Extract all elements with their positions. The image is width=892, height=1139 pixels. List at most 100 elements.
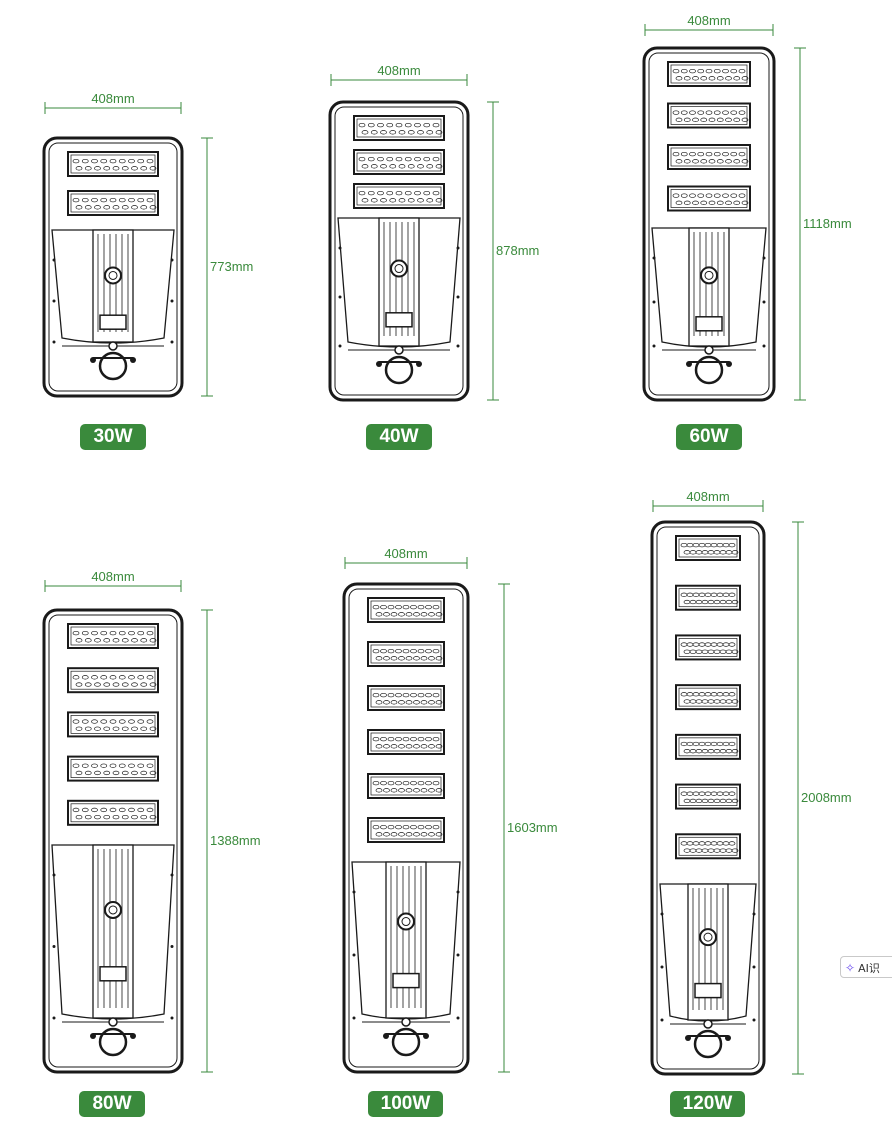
led-chip xyxy=(140,682,148,687)
led-panel-inner xyxy=(370,820,442,840)
side-screw xyxy=(762,300,766,304)
led-chip xyxy=(420,744,428,749)
led-chip xyxy=(118,807,126,813)
led-chip xyxy=(118,197,126,203)
led-chip xyxy=(730,68,738,74)
led-chip xyxy=(112,638,120,643)
led-panel xyxy=(367,817,445,843)
led-chip xyxy=(149,814,157,820)
led-chip xyxy=(149,638,157,643)
led-chip xyxy=(404,190,412,196)
led-panel xyxy=(353,115,445,141)
led-chip xyxy=(387,692,395,698)
led-chip xyxy=(738,110,746,115)
led-chip xyxy=(91,158,98,164)
lamp-body-inner xyxy=(48,614,178,1068)
led-chip xyxy=(395,648,402,654)
led-chip xyxy=(109,158,117,164)
led-chip xyxy=(140,638,148,643)
led-chip xyxy=(428,612,435,617)
led-chip xyxy=(672,151,680,157)
width-dimension-label: 408mm xyxy=(687,13,730,28)
led-chip xyxy=(675,200,683,205)
motion-sensor-lens xyxy=(108,905,118,915)
ai-recognition-button[interactable]: ✧AI识 xyxy=(840,956,892,978)
width-dimension-label: 408mm xyxy=(91,569,134,584)
led-panel xyxy=(353,149,445,175)
led-chip xyxy=(140,726,148,731)
led-chip xyxy=(128,630,135,636)
led-chip xyxy=(405,612,413,617)
led-chip xyxy=(410,692,417,698)
led-chip xyxy=(730,193,738,198)
led-chip xyxy=(390,832,398,837)
led-chip xyxy=(708,200,716,205)
led-chip xyxy=(372,736,380,742)
led-panel-inner xyxy=(670,106,748,125)
led-chip xyxy=(398,164,406,169)
motion-sensor xyxy=(104,900,122,919)
led-chip xyxy=(75,682,83,687)
led-chip xyxy=(733,200,741,205)
led-chip xyxy=(725,159,732,164)
led-panel xyxy=(67,151,159,177)
led-chip xyxy=(375,656,383,661)
led-chip xyxy=(94,682,101,687)
led-chip xyxy=(84,638,92,643)
motion-sensor-lens xyxy=(703,932,713,942)
led-chip xyxy=(398,832,405,837)
wattage-badge-80w: 80W xyxy=(79,1091,145,1117)
led-chip xyxy=(435,130,443,135)
side-screw xyxy=(456,344,460,348)
led-chip xyxy=(398,744,405,749)
led-chip xyxy=(733,159,741,164)
led-chip xyxy=(383,744,390,749)
led-chip xyxy=(75,770,83,776)
led-chip xyxy=(428,832,435,837)
led-chip xyxy=(146,158,154,164)
clamp-bolt xyxy=(416,361,422,367)
led-chip xyxy=(94,726,101,731)
side-screw xyxy=(52,873,56,877)
led-panel-inner xyxy=(678,588,738,608)
led-chip xyxy=(121,682,129,687)
led-chip xyxy=(390,744,398,749)
side-screw xyxy=(652,344,656,348)
led-chip xyxy=(72,197,80,203)
led-chip xyxy=(417,824,425,830)
led-chip xyxy=(137,158,145,164)
clamp-bolt xyxy=(726,361,732,367)
led-chip xyxy=(432,736,440,742)
led-chip xyxy=(689,151,696,157)
led-panel xyxy=(667,102,751,129)
led-panel-inner xyxy=(678,787,738,806)
led-chip xyxy=(370,198,378,203)
led-panel xyxy=(67,799,159,826)
led-chip xyxy=(398,788,405,793)
mounting-clamp xyxy=(384,355,414,385)
led-chip xyxy=(367,122,375,128)
led-chip xyxy=(683,117,691,122)
led-panel xyxy=(67,667,159,694)
side-screw xyxy=(352,1016,356,1020)
led-chip xyxy=(72,158,80,164)
screw xyxy=(108,1017,118,1027)
wattage-badge-120w: 120W xyxy=(670,1091,745,1117)
led-chip xyxy=(109,630,117,636)
led-chip xyxy=(697,110,705,115)
led-panel xyxy=(67,711,159,738)
led-chip xyxy=(372,604,380,610)
led-chip xyxy=(700,200,708,205)
led-chip xyxy=(387,648,395,654)
led-chip xyxy=(402,692,410,698)
lamp-body-inner xyxy=(48,142,178,392)
led-chip xyxy=(383,700,390,705)
led-chip xyxy=(414,122,421,128)
led-chip xyxy=(420,700,428,705)
led-chip xyxy=(425,604,432,610)
led-chip xyxy=(413,788,420,793)
led-chip xyxy=(121,166,129,171)
led-chip xyxy=(377,190,384,196)
